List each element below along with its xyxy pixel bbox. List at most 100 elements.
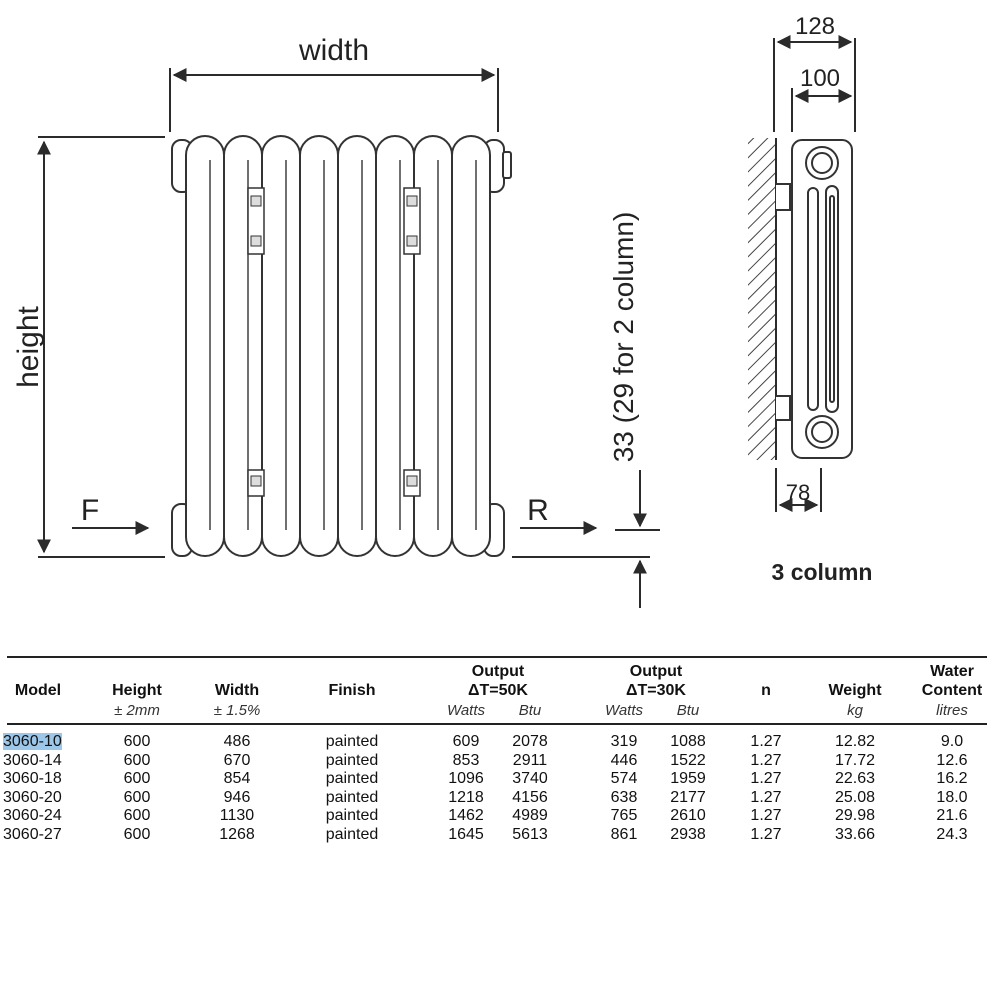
cell-finish: painted xyxy=(325,807,379,825)
cell-watts-50: 853 xyxy=(452,751,480,769)
return-arrow: R xyxy=(520,494,598,535)
cell-weight: 12.82 xyxy=(834,733,876,750)
cell-water: 9.0 xyxy=(940,733,964,750)
header-output-50-btu: Btu xyxy=(518,702,542,719)
header-model: Model xyxy=(14,682,62,699)
header-width: Width xyxy=(214,682,260,699)
cell-btu-30: 2938 xyxy=(670,826,706,843)
flow-arrow: F xyxy=(72,494,150,535)
cell-model: 3060-10 xyxy=(3,733,62,750)
header-water-title: Water xyxy=(930,663,974,680)
header-weight: Weight xyxy=(828,682,882,699)
table-row: 3060-27 600 1268 painted 1645 5613 861 2938 1.27… xyxy=(0,826,990,845)
cell-finish: painted xyxy=(325,751,379,769)
header-weight-unit: kg xyxy=(847,702,863,719)
cell-watts-50: 1218 xyxy=(448,788,484,806)
cell-height: 600 xyxy=(123,826,151,843)
table-row: 3060-24 600 1130 painted 1462 4989 765 2610 1.27… xyxy=(0,807,990,826)
cell-n: 1.27 xyxy=(750,826,782,843)
header-output-50-watts: Watts xyxy=(446,702,486,719)
table-row: 3060-14 600 670 painted 853 2911 446 1522 1.27 17… xyxy=(0,752,990,771)
cell-n: 1.27 xyxy=(750,807,782,825)
cell-btu-50: 2911 xyxy=(512,751,548,769)
side-caption: 3 column xyxy=(772,559,873,585)
cell-finish: painted xyxy=(325,770,379,788)
cell-watts-50: 1462 xyxy=(448,807,484,825)
cell-finish: painted xyxy=(325,826,379,843)
header-water-unit: litres xyxy=(936,702,968,719)
cell-model: 3060-24 xyxy=(3,807,62,825)
cell-weight: 29.98 xyxy=(834,807,876,825)
return-label: R xyxy=(527,494,549,527)
header-output-30-title: Output xyxy=(629,663,683,680)
radiator-front-view xyxy=(171,135,512,557)
cell-height: 600 xyxy=(123,770,151,788)
header-n: n xyxy=(761,682,771,699)
cell-weight: 25.08 xyxy=(834,788,876,806)
cell-watts-30: 446 xyxy=(610,751,638,769)
cell-weight: 22.63 xyxy=(834,770,876,788)
cell-width: 1268 xyxy=(219,826,255,843)
cell-watts-30: 861 xyxy=(610,826,638,843)
cell-watts-50: 609 xyxy=(452,733,480,750)
cell-height: 600 xyxy=(123,807,151,825)
cell-btu-30: 1959 xyxy=(670,770,706,788)
cell-watts-50: 1645 xyxy=(448,826,484,843)
header-width-tolerance: ± 1.5% xyxy=(213,702,261,719)
depth-inner-label: 100 xyxy=(800,65,840,92)
cell-water: 24.3 xyxy=(936,826,968,843)
cell-watts-30: 765 xyxy=(610,807,638,825)
cell-water: 16.2 xyxy=(936,770,968,788)
cell-btu-30: 2610 xyxy=(670,807,706,825)
depth-total-label: 128 xyxy=(795,13,835,40)
header-output-30-btu: Btu xyxy=(676,702,700,719)
cell-width: 854 xyxy=(223,770,251,788)
cell-btu-30: 1522 xyxy=(670,751,706,769)
flow-label: F xyxy=(81,494,99,527)
cell-height: 600 xyxy=(123,751,151,769)
cell-width: 1130 xyxy=(219,807,255,825)
cell-btu-50: 4989 xyxy=(512,807,548,825)
cell-watts-30: 638 xyxy=(610,788,638,806)
offset-dimension: 33 (29 for 2 column) xyxy=(512,212,660,608)
cell-height: 600 xyxy=(123,788,151,806)
cell-btu-50: 3740 xyxy=(512,770,548,788)
cell-btu-30: 2177 xyxy=(670,788,706,806)
cell-model: 3060-20 xyxy=(3,788,62,806)
cell-model: 3060-18 xyxy=(3,770,62,788)
radiator-side-view: 128 100 78 3 column xyxy=(748,13,872,585)
cell-water: 21.6 xyxy=(936,807,968,825)
cell-weight: 17.72 xyxy=(834,751,876,769)
header-output-30-delta: ΔT=30K xyxy=(626,682,686,699)
cell-btu-50: 2078 xyxy=(512,733,548,750)
cell-btu-50: 5613 xyxy=(512,826,548,843)
cell-finish: painted xyxy=(325,733,379,750)
cell-height: 600 xyxy=(123,733,151,750)
width-label: width xyxy=(298,34,369,67)
cell-finish: painted xyxy=(325,788,379,806)
table-row: 3060-10 600 486 painted 609 2078 319 1088 1.27 12… xyxy=(0,733,990,752)
cell-weight: 33.66 xyxy=(834,826,876,843)
header-height-tolerance: ± 2mm xyxy=(114,702,160,719)
header-height: Height xyxy=(112,682,162,699)
cell-btu-30: 1088 xyxy=(670,733,706,750)
table-header-rule xyxy=(7,723,987,725)
cell-water: 12.6 xyxy=(936,751,968,769)
cell-btu-50: 4156 xyxy=(512,788,548,806)
header-water-content: Content xyxy=(921,682,983,699)
header-output-50-title: Output xyxy=(471,663,525,680)
header-output-50-delta: ΔT=50K xyxy=(468,682,528,699)
cell-width: 670 xyxy=(223,751,251,769)
cell-n: 1.27 xyxy=(750,751,782,769)
height-label: height xyxy=(12,305,45,387)
cell-n: 1.27 xyxy=(750,788,782,806)
cell-watts-30: 319 xyxy=(610,733,638,750)
height-dimension: height xyxy=(12,136,165,558)
cell-width: 486 xyxy=(223,733,251,750)
cell-model: 3060-14 xyxy=(3,751,62,769)
radiator-diagram: width height xyxy=(12,13,872,608)
cell-n: 1.27 xyxy=(750,733,782,750)
cell-model: 3060-27 xyxy=(3,826,62,843)
